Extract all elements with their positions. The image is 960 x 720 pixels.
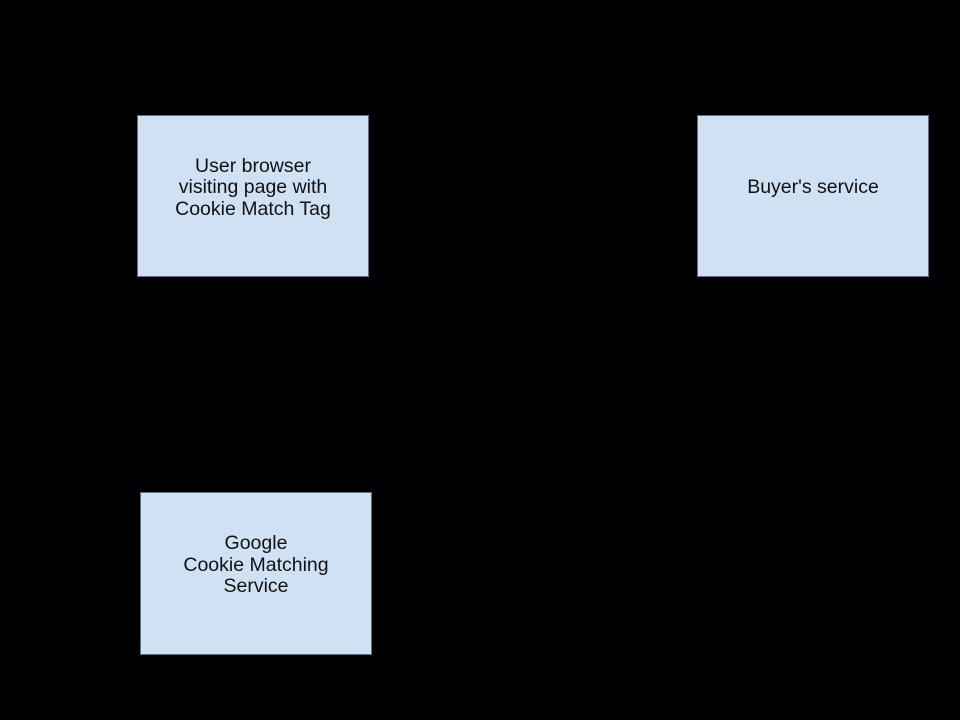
node-label-line: visiting page with [178,176,328,199]
user-browser-label: User browser visiting page with Cookie M… [138,154,368,221]
node-label-line: Cookie Match Tag [175,197,331,220]
node-user-browser: User browser visiting page with Cookie M… [137,115,369,277]
google-cookie-matching-label: Google Cookie Matching Service [141,533,371,598]
node-label-line: Cookie Matching [183,553,329,576]
node-google-cookie-matching-service: Google Cookie Matching Service [140,492,372,655]
node-label-line: Service [223,575,289,598]
node-label-line: Google [224,532,288,555]
node-buyers-service: Buyer's service [697,115,929,277]
buyers-service-label: Buyer's service [698,177,928,199]
node-label-line: Buyer's service [747,176,879,199]
node-label-line: User browser [195,154,311,177]
